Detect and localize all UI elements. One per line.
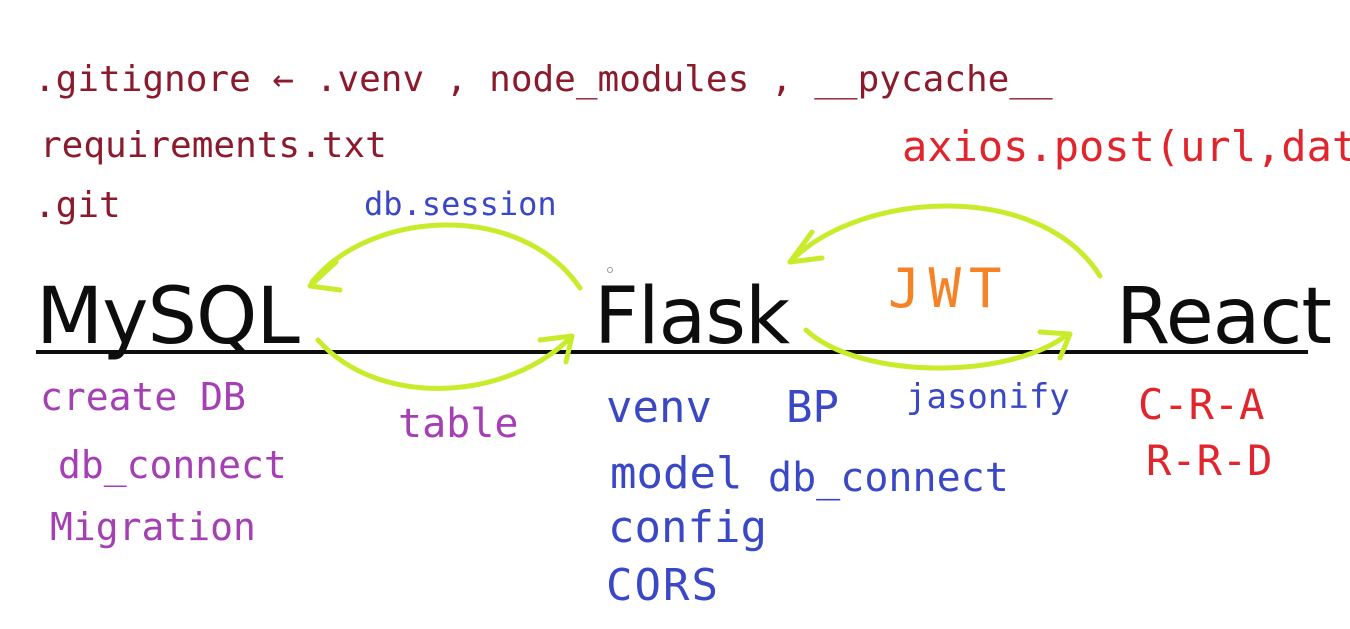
- mysql-note-create-db: create DB: [40, 375, 246, 419]
- git-note: .git: [34, 185, 121, 226]
- requirements-note: requirements.txt: [40, 125, 387, 166]
- flask-note-cors: CORS: [606, 560, 720, 611]
- arrow-flask-to-react: [803, 327, 1071, 371]
- jasonify-label: jasonify: [906, 377, 1070, 417]
- flask-note-db-connect: db_connect: [768, 455, 1009, 501]
- flask-note-config: config: [608, 502, 767, 553]
- axios-label: axios.post(url,data): [902, 122, 1350, 171]
- react-node: React: [1116, 272, 1332, 362]
- mysql-note-db-connect: db_connect: [58, 443, 287, 487]
- react-note-cra: C-R-A: [1138, 380, 1265, 429]
- arrow-mysql-to-flask: [315, 333, 575, 391]
- arrow-flask-to-mysql: [309, 222, 583, 291]
- mysql-note-migration: Migration: [50, 505, 256, 549]
- mysql-node: MySQL: [36, 272, 300, 362]
- flask-node: Flask: [594, 272, 790, 362]
- table-label: table: [398, 401, 519, 447]
- arrow-react-to-flask: [787, 203, 1103, 279]
- arrow-head-flask-top: [787, 229, 825, 265]
- flask-note-venv: venv: [606, 382, 712, 433]
- jwt-label: JWT: [888, 257, 1010, 320]
- react-note-rrd: R-R-D: [1146, 436, 1273, 485]
- flask-note-bp: BP: [786, 382, 839, 433]
- arrow-head-flask-bottom: [537, 333, 575, 365]
- db-session-label: db.session: [364, 185, 557, 223]
- flask-note-model: model: [610, 448, 743, 499]
- arrow-head-react: [1037, 329, 1073, 361]
- gitignore-note: .gitignore ← .venv , node_modules , __py…: [34, 59, 1053, 100]
- arrow-head-mysql: [307, 259, 343, 293]
- stray-dot: [607, 267, 613, 273]
